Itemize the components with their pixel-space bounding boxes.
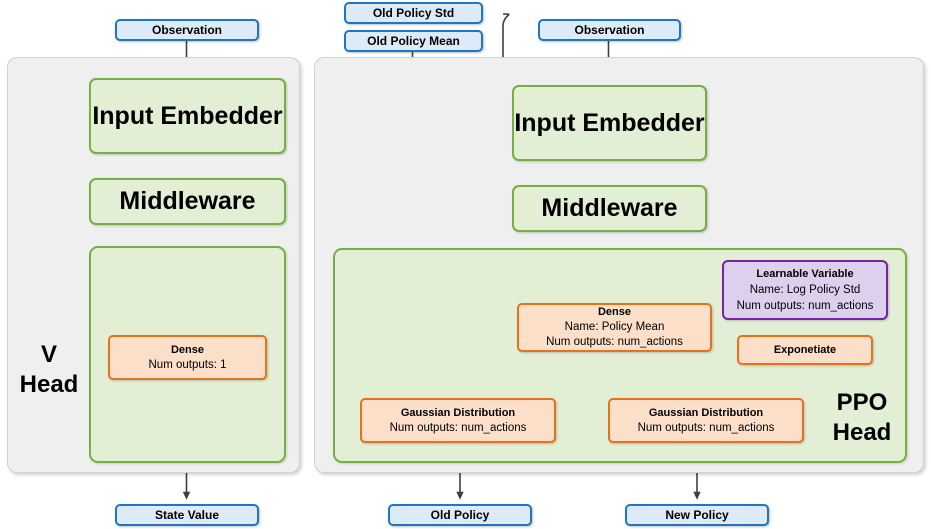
- exponetiate-title: Exponetiate: [773, 343, 837, 356]
- learnable-variable-name: Name: Log Policy Std: [749, 284, 861, 296]
- learnable-variable-num-outputs: Num outputs: num_actions: [736, 300, 874, 312]
- input-observation-v[interactable]: Observation: [115, 19, 259, 41]
- ppo-exponetiate-node[interactable]: Exponetiate: [737, 335, 873, 365]
- input-old-policy-mean[interactable]: Old Policy Mean: [344, 30, 483, 52]
- v-middleware-block[interactable]: Middleware: [89, 178, 286, 225]
- gaussian-old-title: Gaussian Distribution: [400, 406, 516, 419]
- output-state-value[interactable]: State Value: [115, 504, 259, 526]
- v-dense-num-outputs: Num outputs: 1: [148, 358, 227, 371]
- output-old-policy[interactable]: Old Policy: [388, 504, 532, 526]
- v-input-embedder-block[interactable]: Input Embedder: [89, 78, 286, 154]
- learnable-variable-title: Learnable Variable: [756, 268, 854, 280]
- ppo-dense-title: Dense: [597, 306, 632, 318]
- v-dense-node[interactable]: Dense Num outputs: 1: [108, 335, 267, 380]
- gaussian-new-title: Gaussian Distribution: [648, 406, 764, 419]
- ppo-dense-policy-mean-node[interactable]: Dense Name: Policy Mean Num outputs: num…: [517, 303, 712, 352]
- gaussian-new-num-outputs: Num outputs: num_actions: [637, 421, 775, 434]
- ppo-middleware-block[interactable]: Middleware: [512, 185, 707, 232]
- ppo-gaussian-distribution-new-node[interactable]: Gaussian Distribution Num outputs: num_a…: [608, 398, 804, 443]
- output-new-policy[interactable]: New Policy: [625, 504, 769, 526]
- input-observation-ppo[interactable]: Observation: [538, 19, 681, 41]
- ppo-head-label: PPO Head: [832, 389, 892, 446]
- ppo-dense-num-outputs: Num outputs: num_actions: [546, 336, 683, 348]
- ppo-learnable-variable-node[interactable]: Learnable Variable Name: Log Policy Std …: [722, 260, 888, 320]
- v-dense-title: Dense: [170, 343, 205, 356]
- gaussian-old-num-outputs: Num outputs: num_actions: [389, 421, 527, 434]
- v-head-label: V Head: [19, 341, 79, 398]
- ppo-input-embedder-block[interactable]: Input Embedder: [512, 85, 707, 161]
- ppo-dense-name: Name: Policy Mean: [564, 321, 665, 333]
- ppo-gaussian-distribution-old-node[interactable]: Gaussian Distribution Num outputs: num_a…: [360, 398, 556, 443]
- input-old-policy-std[interactable]: Old Policy Std: [344, 2, 483, 24]
